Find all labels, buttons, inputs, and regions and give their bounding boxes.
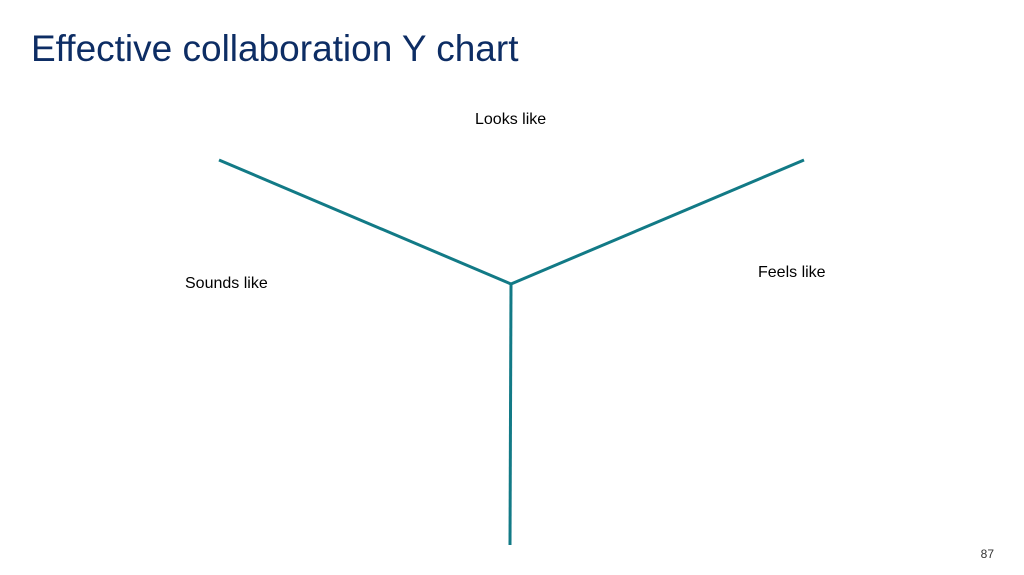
y-chart-stem xyxy=(508,283,513,546)
looks-like-label: Looks like xyxy=(475,111,547,128)
page-number: 87 xyxy=(980,547,994,561)
y-chart-right-arm xyxy=(510,158,805,286)
sounds-like-label: Sounds like xyxy=(185,275,268,292)
slide-title: Effective collaboration Y chart xyxy=(31,28,519,69)
y-chart-left-arm xyxy=(218,158,512,286)
feels-like-label: Feels like xyxy=(758,264,826,281)
